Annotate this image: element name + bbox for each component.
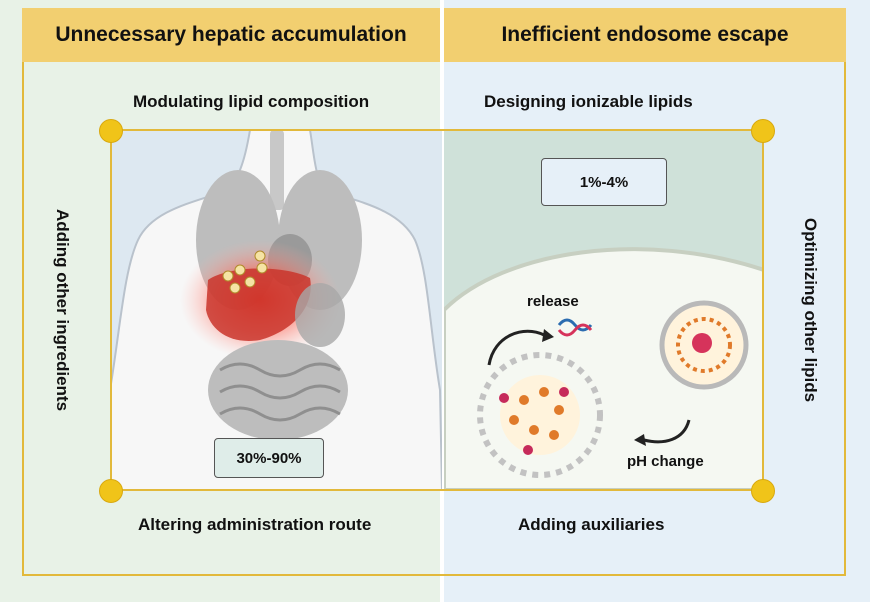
right-side-label: Optimizing other lipids [801,217,820,403]
right-percentage-box: 1%-4% [541,158,667,206]
corner-dot-bottom-left [99,479,123,503]
inner-box-bottom [110,489,764,491]
corner-dot-top-right [751,119,775,143]
right-top-label: Designing ionizable lipids [484,92,693,111]
right-bottom-label: Adding auxiliaries [518,515,665,534]
left-header: Unnecessary hepatic accumulation [22,8,440,62]
endosome-illustration [444,247,764,490]
release-label: release [527,293,579,310]
inner-box-left [110,129,112,491]
right-header: Inefficient endosome escape [444,8,846,62]
inner-box-right [762,129,764,491]
outer-frame [22,62,846,576]
body-illustration-area [110,130,442,490]
corner-dot-bottom-right [751,479,775,503]
body-illustration [110,130,442,490]
ph-change-label: pH change [627,453,704,470]
cell-illustration-area [444,130,764,490]
left-top-label: Modulating lipid composition [133,92,370,111]
left-bottom-label: Altering administration route [138,515,372,534]
inner-box-top [110,129,764,131]
left-side-label: Adding other ingredients [53,208,72,412]
left-percentage-box: 30%-90% [214,438,324,478]
panel-divider [440,0,444,602]
corner-dot-top-left [99,119,123,143]
